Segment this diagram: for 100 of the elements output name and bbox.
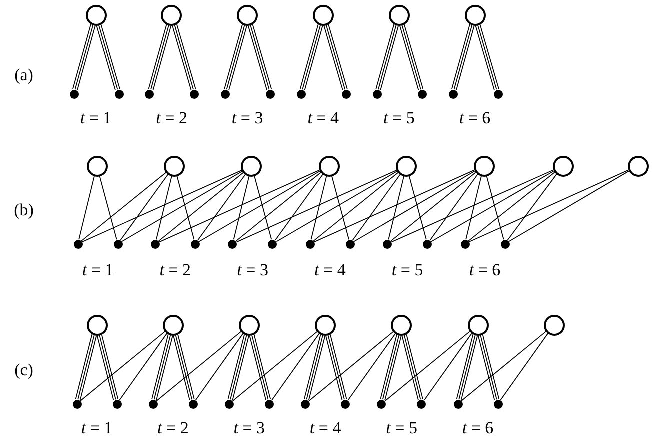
filled-dot-node <box>494 400 502 408</box>
filled-dot-node <box>417 400 426 408</box>
panel-label: (b) <box>14 202 34 218</box>
open-circle-node <box>468 314 488 336</box>
open-circle-node <box>162 314 184 336</box>
filled-dot-node <box>460 240 470 248</box>
open-circle-node <box>391 314 412 336</box>
edge-line <box>276 170 398 242</box>
edge-line <box>466 176 482 240</box>
edge-line <box>384 331 470 402</box>
filled-dot-node <box>296 90 306 98</box>
edge-line <box>158 172 244 242</box>
edge-line <box>198 174 246 241</box>
edge-line <box>233 176 250 240</box>
filled-dot-node <box>114 90 124 98</box>
open-circle-node <box>388 4 410 26</box>
edge-line <box>348 333 396 401</box>
edge-line <box>354 170 476 242</box>
filled-dot-node <box>74 240 82 248</box>
filled-dot-node <box>190 90 200 98</box>
time-label: t = 3 <box>234 420 266 436</box>
edge-line <box>274 174 324 241</box>
time-label: t = 6 <box>469 262 501 278</box>
edge-line <box>500 333 549 401</box>
edge-line <box>507 174 558 241</box>
filled-dot-node <box>346 240 355 248</box>
filled-dot-node <box>221 90 230 98</box>
filled-dot-node <box>266 90 276 98</box>
filled-dot-node <box>264 400 274 408</box>
edge-line <box>78 176 95 240</box>
time-label: t = 4 <box>308 110 340 126</box>
edge-line <box>486 176 504 240</box>
edge-line <box>156 176 172 240</box>
panel-label: (c) <box>14 362 34 378</box>
filled-dot-node <box>341 400 350 408</box>
edge-line <box>391 170 554 243</box>
open-circle-node <box>86 314 108 336</box>
open-circle-node <box>474 156 494 176</box>
open-circle-node <box>628 156 648 176</box>
time-label: t = 6 <box>459 110 491 126</box>
edge-line <box>99 176 118 240</box>
filled-dot-node <box>72 400 82 408</box>
edge-line <box>430 174 478 241</box>
time-label: t = 4 <box>310 420 342 436</box>
filled-dot-node <box>112 400 122 408</box>
edge-line <box>156 331 242 402</box>
filled-dot-node <box>423 240 432 248</box>
open-circle-node <box>241 156 262 176</box>
open-circle-node <box>312 4 334 26</box>
filled-dot-node <box>70 90 78 98</box>
open-circle-node <box>237 4 258 26</box>
edge-line <box>431 170 554 242</box>
edge-line <box>119 333 168 401</box>
edge-line <box>352 174 401 241</box>
open-circle-node <box>238 314 260 336</box>
filled-dot-node <box>190 240 200 248</box>
time-label: t = 2 <box>158 420 189 436</box>
time-label: t = 6 <box>462 420 494 436</box>
edge-line <box>121 170 244 242</box>
edge-line <box>195 333 244 401</box>
time-label: t = 2 <box>156 110 188 126</box>
filled-dot-node <box>372 90 382 98</box>
edge-line <box>81 172 167 242</box>
filled-dot-node <box>150 240 160 248</box>
edge-line <box>314 170 475 243</box>
edge-line <box>468 172 556 242</box>
filled-dot-node <box>342 90 351 98</box>
filled-dot-node <box>418 90 427 98</box>
time-label: t = 3 <box>232 110 264 126</box>
filled-dot-node <box>301 400 310 408</box>
edge-line <box>424 333 472 401</box>
filled-dot-node <box>114 240 122 248</box>
open-circle-node <box>161 4 182 26</box>
open-circle-node <box>552 156 574 176</box>
edge-line <box>236 172 322 242</box>
panel-label: (a) <box>14 66 34 84</box>
edge-line <box>313 172 399 242</box>
time-label: t = 3 <box>237 262 268 278</box>
edge-line <box>272 333 320 401</box>
edge-line <box>390 172 476 242</box>
filled-dot-node <box>494 90 502 98</box>
time-label: t = 5 <box>386 420 418 436</box>
filled-dot-node <box>306 240 315 248</box>
open-circle-node <box>86 4 106 26</box>
edge-line <box>254 176 272 240</box>
edge-line <box>461 331 547 402</box>
open-circle-node <box>164 156 185 176</box>
open-circle-node <box>86 156 108 176</box>
edge-line <box>80 331 166 402</box>
edge-line <box>236 170 398 243</box>
edge-line <box>508 170 630 242</box>
filled-dot-node <box>377 400 386 408</box>
open-circle-node <box>315 314 336 336</box>
time-label: t = 5 <box>384 110 415 126</box>
edge-line <box>82 170 243 243</box>
filled-dot-node <box>454 400 462 408</box>
edge-line <box>176 176 195 240</box>
filled-dot-node <box>268 240 278 248</box>
time-label: t = 1 <box>80 110 112 126</box>
time-label: t = 5 <box>392 262 424 278</box>
